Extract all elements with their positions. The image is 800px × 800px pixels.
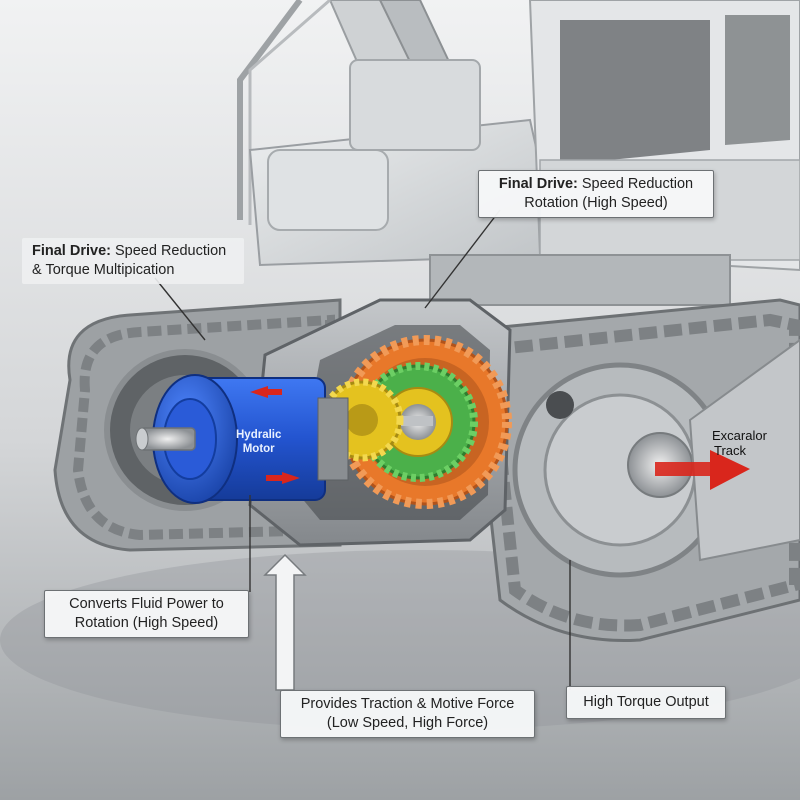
callout-converts-line2: Rotation (High Speed) <box>74 615 219 631</box>
leader-lines <box>154 209 571 690</box>
track-label-line2: Track <box>714 443 747 458</box>
motor-label: Hydralic Motor <box>236 428 281 456</box>
callout-traction: Provides Traction & Motive Force (Low Sp… <box>280 690 535 738</box>
callout-traction-line1: Provides Traction & Motive Force <box>300 696 515 712</box>
callout-final-drive-left: Final Drive: Speed Reduction & Torque Mu… <box>22 238 244 284</box>
callout-final-drive-right-rest: Speed Reduction <box>577 176 694 192</box>
callout-converts-line1: Converts Fluid Power to <box>69 596 224 612</box>
track-label-line1: Excaralor <box>712 428 767 443</box>
callout-final-drive-right-line2: Rotation (High Speed) <box>524 195 668 211</box>
right-track <box>468 298 800 642</box>
callout-final-drive-left-rest: Speed Reduction <box>110 243 227 259</box>
callout-converts-fluid-power: Converts Fluid Power to Rotation (High S… <box>44 590 249 638</box>
callout-final-drive-right: Final Drive: Speed Reduction Rotation (H… <box>478 170 714 218</box>
output-red-arrow <box>655 450 750 490</box>
hydraulic-motor <box>135 374 349 504</box>
callout-final-drive-right-bold: Final Drive: <box>498 176 578 192</box>
callout-traction-line2: (Low Speed, High Force) <box>326 715 489 731</box>
callout-final-drive-left-bold: Final Drive: <box>32 243 111 259</box>
motor-label-line1: Hydralic <box>236 429 282 441</box>
callout-high-torque: High Torque Output <box>566 686 726 719</box>
track-label: Excaralor Track <box>712 428 767 458</box>
motor-red-arrows <box>250 386 300 484</box>
callout-torque-line1: High Torque Output <box>583 694 709 710</box>
motor-label-line2: Motor <box>242 443 275 455</box>
callout-final-drive-left-line2: & Torque Multipication <box>32 262 175 278</box>
